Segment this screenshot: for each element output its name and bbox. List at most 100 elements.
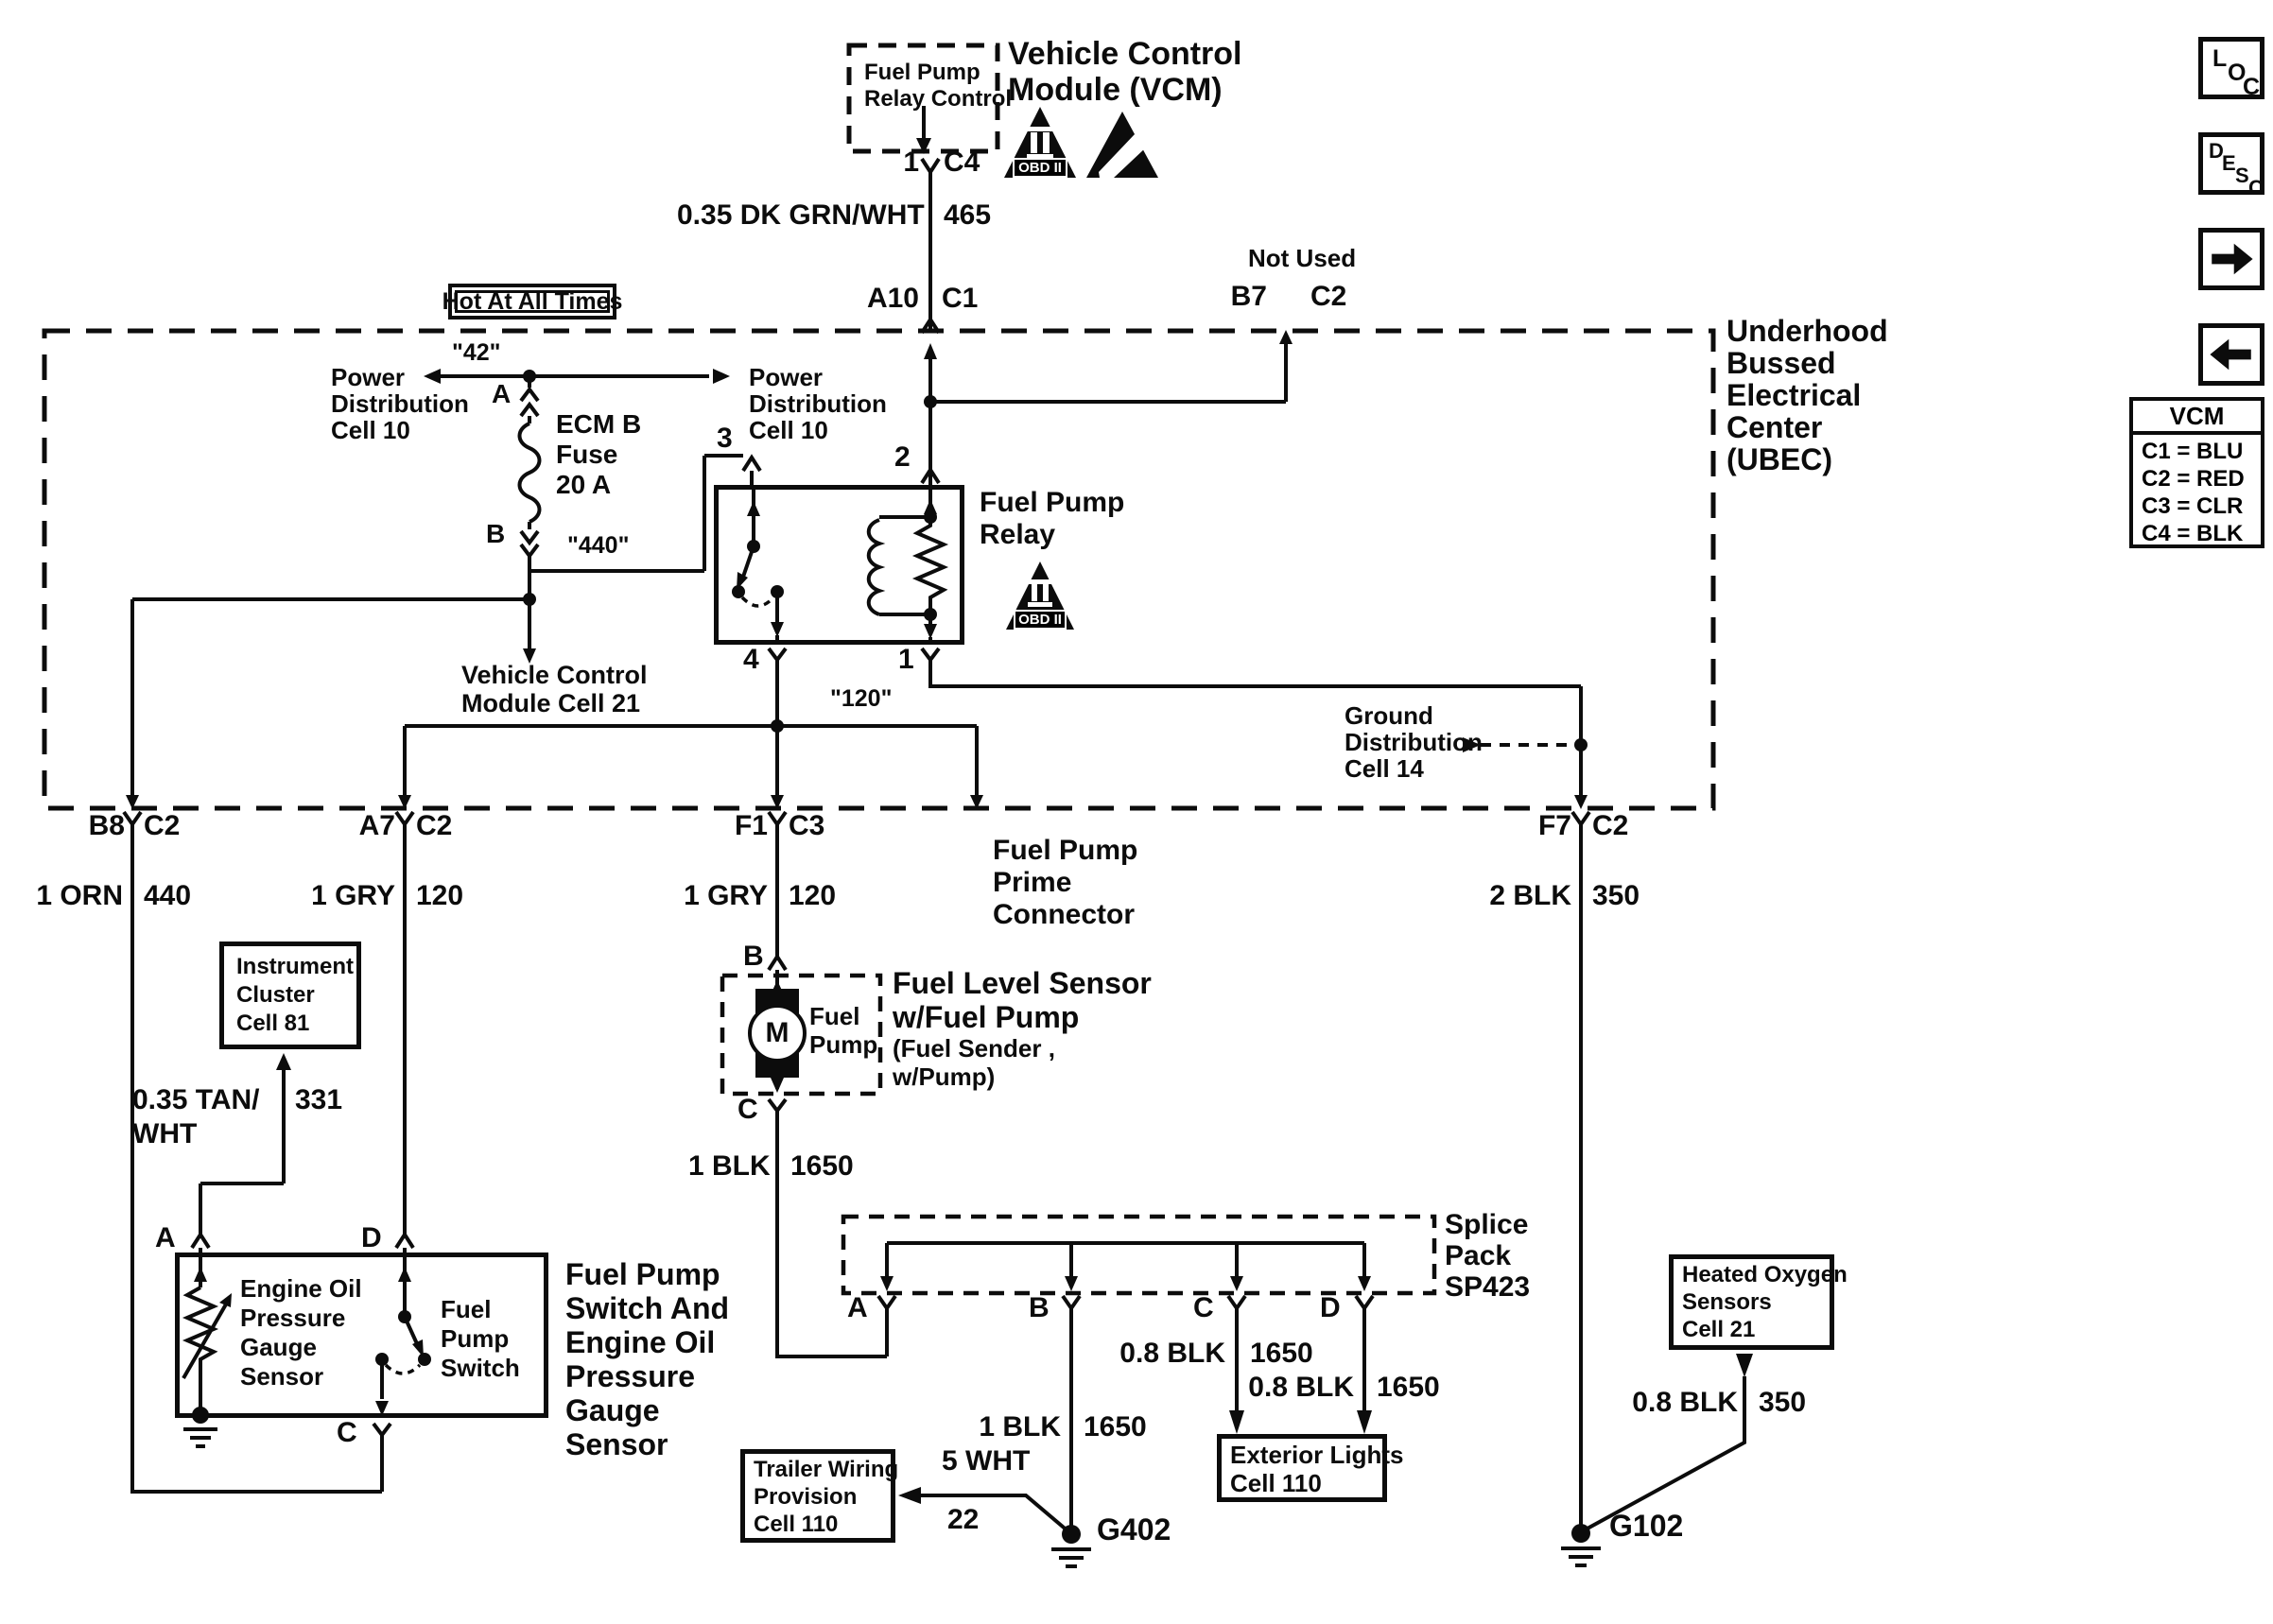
vcm-name-line1: Vehicle Control: [1008, 36, 1242, 72]
splice-pin-b: B: [1029, 1292, 1050, 1323]
pin-f1: F1: [734, 810, 768, 841]
conn-b8: C2: [144, 810, 181, 841]
switchbox-title-6: Sensor: [565, 1427, 668, 1461]
fuel-pump-dashed-box: [720, 973, 883, 1097]
tap-120-label: "120": [830, 685, 893, 712]
oil-sensor-1: Engine Oil: [240, 1274, 362, 1303]
switchbox-title-5: Gauge: [565, 1393, 660, 1427]
power-dist-right-3: Cell 10: [749, 416, 828, 444]
switchbox-title-1: Fuel Pump: [565, 1257, 720, 1291]
circuit-22: 22: [947, 1504, 980, 1535]
exterior-1: Exterior Lights: [1230, 1441, 1404, 1469]
ubec-name-4: Center: [1726, 410, 1823, 444]
splice-pin-d: D: [1320, 1292, 1341, 1323]
circuit-c-splice: 1650: [1250, 1338, 1313, 1369]
vcm-relay-control-line1: Fuel Pump: [864, 60, 980, 85]
hos-2: Sensors: [1682, 1289, 1772, 1315]
circuit-b-splice: 1650: [1084, 1411, 1147, 1443]
pump-pin-c: C: [737, 1094, 758, 1125]
pump-title-3: (Fuel Sender ,: [893, 1034, 1055, 1063]
wire-f7: 2 BLK: [1489, 880, 1571, 911]
esd-icon: [1086, 112, 1158, 178]
hot-label: Hot At All Times: [442, 287, 623, 315]
obdii-badge-label-relay: OBD II: [1014, 610, 1067, 630]
legend-row-c4: C4 = BLK: [2142, 521, 2244, 546]
power-dist-left-2: Distribution: [331, 389, 469, 418]
conn-c1-a10: C1: [942, 283, 979, 314]
next-page-button[interactable]: [2198, 228, 2264, 290]
arrow-left-icon: [2210, 338, 2251, 371]
trailer-wiring-box: [740, 1449, 895, 1543]
trailer-3: Cell 110: [754, 1512, 839, 1537]
tap-440-label: "440": [567, 532, 630, 559]
fuel-pump-switch-box: [175, 1253, 548, 1418]
instrument-cluster-box: [219, 942, 361, 1049]
relay-pin-1: 1: [898, 644, 914, 675]
cluster-1: Instrument: [236, 954, 355, 979]
prev-page-button[interactable]: [2198, 323, 2264, 386]
exterior-lights-box: [1217, 1434, 1387, 1502]
switchbox-pin-d: D: [361, 1222, 382, 1253]
desc-letter-s: S: [2235, 164, 2249, 187]
wire-331-1: 0.35 TAN/: [132, 1084, 260, 1115]
loc-button[interactable]: L O C: [2198, 37, 2264, 100]
power-dist-left-1: Power: [331, 363, 406, 391]
fuel-pump-relay-box: [714, 485, 964, 645]
wire-d-splice: 0.8 BLK: [1248, 1372, 1354, 1403]
ground-dist-1: Ground: [1345, 701, 1433, 730]
relay-pin-2: 2: [894, 441, 911, 473]
power-dist-right-1: Power: [749, 363, 824, 391]
splice-title-3: SP423: [1445, 1271, 1531, 1303]
relay-pin-4: 4: [743, 644, 759, 675]
arrowheads-and-dots: [126, 138, 1753, 1544]
legend-row-c1: C1 = BLU: [2142, 439, 2244, 464]
pump-label-1: Fuel: [809, 1002, 860, 1030]
pump-title-2: w/Fuel Pump: [893, 1000, 1080, 1034]
wire-b-splice: 1 BLK: [979, 1411, 1061, 1443]
vcm-conn-c4: C4: [944, 147, 980, 178]
conn-f1: C3: [789, 810, 825, 841]
fuse-name-2: Fuse: [556, 440, 618, 469]
splice-dashed-box: [841, 1214, 1437, 1296]
fp-switch-3: Switch: [441, 1354, 520, 1382]
heated-oxygen-box: [1669, 1254, 1834, 1350]
arrow-right-icon: [2212, 243, 2253, 275]
ubec-name-2: Bussed: [1726, 346, 1836, 380]
vcm-cell21-2: Module Cell 21: [461, 689, 641, 717]
ubec-name-3: Electrical: [1726, 378, 1862, 412]
oil-sensor-4: Sensor: [240, 1362, 324, 1391]
loc-letter-c: C: [2243, 74, 2261, 100]
pin-a7: A7: [358, 810, 395, 841]
cluster-2: Cluster: [236, 982, 315, 1008]
pump-title-4: w/Pump): [893, 1063, 996, 1091]
splice-pin-c: C: [1193, 1292, 1214, 1323]
power-dist-left-3: Cell 10: [331, 416, 410, 444]
circuit-f1: 120: [789, 880, 837, 911]
circuit-hos: 350: [1759, 1387, 1807, 1418]
wire-5wht: 5 WHT: [942, 1445, 1031, 1477]
pin-a10: A10: [866, 283, 919, 314]
switchbox-title-2: Switch And: [565, 1291, 730, 1325]
wire-hos: 0.8 BLK: [1632, 1387, 1738, 1418]
conn-a7: C2: [416, 810, 453, 841]
vcm-cell21-1: Vehicle Control: [461, 661, 648, 689]
splice-title-1: Splice: [1445, 1209, 1529, 1240]
obdii-badge-label: OBD II: [1013, 158, 1067, 178]
ubec-name-1: Underhood: [1726, 314, 1888, 348]
relay-name-1: Fuel Pump: [980, 487, 1125, 518]
ground-dist-3: Cell 14: [1345, 754, 1424, 783]
pump-title-1: Fuel Level Sensor: [893, 966, 1152, 1000]
wire-b8: 1 ORN: [36, 880, 123, 911]
desc-button[interactable]: D E S C: [2198, 132, 2264, 199]
hos-3: Cell 21: [1682, 1317, 1756, 1342]
fuse-name-3: 20 A: [556, 470, 612, 499]
wire-1650-pump: 1 BLK: [688, 1150, 771, 1182]
vcm-pin-1: 1: [903, 147, 919, 178]
desc-letter-d: D: [2209, 139, 2224, 163]
loc-letter-l: L: [2212, 45, 2228, 72]
circuit-a7: 120: [416, 880, 464, 911]
circuit-1650-pump: 1650: [790, 1150, 854, 1182]
pin-b7: B7: [1230, 281, 1267, 312]
desc-letter-e: E: [2222, 151, 2236, 175]
